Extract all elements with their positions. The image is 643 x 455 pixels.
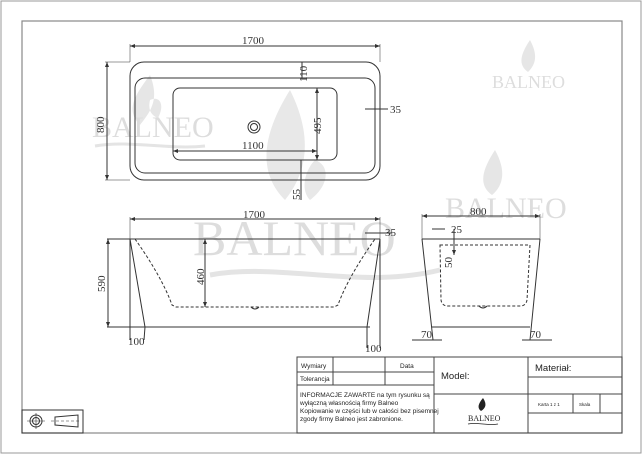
front-view-dimensions: 1700 35 590 460 100 100 bbox=[96, 209, 397, 355]
svg-text:800: 800 bbox=[95, 116, 107, 133]
label-skala: Skala bbox=[579, 402, 591, 407]
side-view-dimensions: 800 25 50 70 70 bbox=[421, 206, 542, 341]
svg-text:70: 70 bbox=[530, 329, 542, 341]
front-view bbox=[106, 217, 392, 348]
svg-text:495: 495 bbox=[312, 117, 324, 134]
info-line: Kopiowanie w części lub w całości bez pi… bbox=[300, 408, 439, 415]
svg-text:1100: 1100 bbox=[242, 140, 264, 152]
svg-text:35: 35 bbox=[385, 227, 397, 239]
balneo-logo-text: BALNEO bbox=[468, 414, 501, 423]
svg-text:590: 590 bbox=[96, 275, 108, 292]
projection-symbol bbox=[21, 409, 84, 434]
title-block bbox=[296, 356, 623, 434]
label-tolerancja: Tolerancja bbox=[300, 376, 330, 383]
svg-text:35: 35 bbox=[390, 104, 402, 116]
svg-text:1700: 1700 bbox=[242, 35, 265, 47]
svg-text:110: 110 bbox=[298, 65, 310, 82]
balneo-logo-icon bbox=[478, 398, 486, 411]
watermark-text: BALNEO bbox=[193, 210, 396, 266]
svg-text:100: 100 bbox=[365, 343, 382, 355]
label-karta: Karta 1 z 1 bbox=[538, 402, 560, 407]
watermark-text: BALNEO bbox=[92, 111, 214, 144]
drop-watermark-icon bbox=[132, 75, 162, 125]
title-block-text: Wymiary Data Tolerancja INFORMACJE ZAWAR… bbox=[299, 363, 591, 425]
svg-text:25: 25 bbox=[451, 224, 463, 236]
svg-text:55: 55 bbox=[291, 189, 303, 201]
svg-text:70: 70 bbox=[421, 329, 433, 341]
svg-text:1700: 1700 bbox=[243, 209, 266, 221]
side-view bbox=[412, 214, 552, 341]
label-model: Model: bbox=[441, 371, 470, 382]
label-data: Data bbox=[400, 363, 414, 370]
label-material: Materiał: bbox=[535, 363, 571, 374]
watermark-text: BALNEO bbox=[492, 72, 565, 92]
svg-text:460: 460 bbox=[195, 268, 207, 285]
drain-icon bbox=[247, 120, 261, 134]
label-wymiary: Wymiary bbox=[301, 363, 327, 370]
drop-watermark-icon bbox=[483, 150, 503, 195]
watermark-text: BALNEO bbox=[445, 192, 567, 225]
info-line: wyłączną własnością firmy Balneo bbox=[299, 400, 399, 407]
svg-text:100: 100 bbox=[128, 336, 145, 348]
info-line: zgody firmy Balneo jest zabronione. bbox=[300, 416, 403, 423]
watermarks: BALNEO BALNEO BALNEO BALNEO bbox=[92, 40, 567, 280]
top-view bbox=[105, 44, 388, 200]
svg-text:50: 50 bbox=[443, 257, 455, 269]
svg-text:800: 800 bbox=[470, 206, 487, 218]
drop-watermark-icon bbox=[521, 40, 536, 72]
top-view-dimensions: 1700 800 110 35 495 1100 55 bbox=[95, 35, 402, 200]
info-line: INFORMACJE ZAWARTE na tym rysunku są bbox=[300, 392, 430, 399]
